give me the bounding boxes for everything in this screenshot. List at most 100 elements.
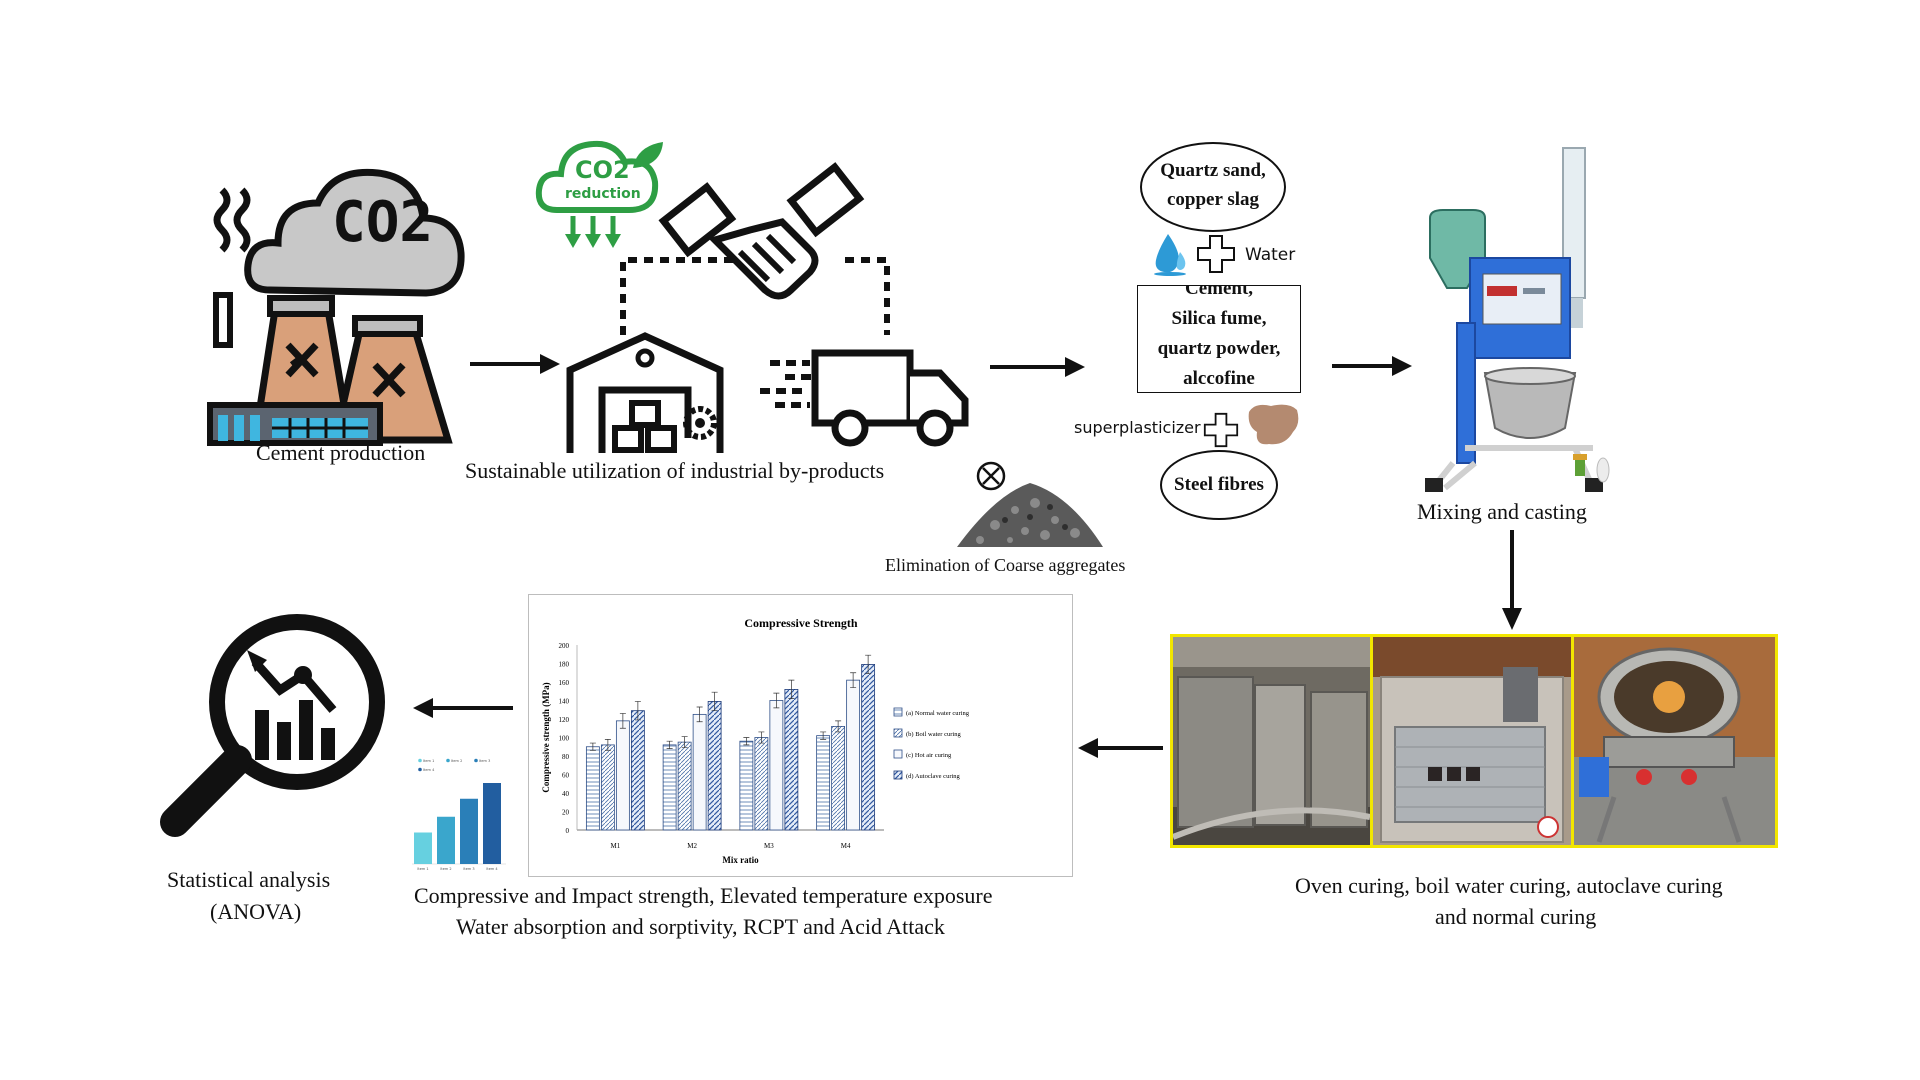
y-tick-label: 80 (562, 753, 570, 761)
binder-line1: Cement, (1184, 285, 1254, 299)
mortar-mixer-image (1425, 147, 1615, 493)
caption-statistical-analysis: Statistical analysis (167, 867, 331, 892)
binder-box: Cement, Silica fume, quartz powder, alcc… (1137, 285, 1301, 393)
error-bar (619, 713, 626, 729)
co2-reduction-icon: CO2 reduction (535, 138, 675, 250)
error-bar (788, 679, 795, 699)
x-tick-label: M1 (611, 842, 621, 850)
arrow-left (413, 698, 513, 718)
error-bar (820, 731, 827, 740)
caption-tests-line2: Water absorption and sorptivity, RCPT an… (456, 914, 945, 939)
legend-swatch (893, 749, 903, 759)
bar (769, 700, 784, 831)
bar (707, 701, 722, 831)
error-bar (850, 672, 857, 688)
binder-line2: Silica fume, (1171, 308, 1267, 329)
y-tick-label: 200 (559, 642, 570, 650)
mini-legend-swatch (446, 758, 450, 763)
quartz-sand-ellipse: Quartz sand, copper slag (1140, 142, 1286, 232)
bar (861, 664, 876, 831)
warehouse-icon (560, 328, 730, 458)
caption-mixing-casting: Mixing and casting (1417, 499, 1587, 524)
caption-curing-line2: and normal curing (1435, 904, 1597, 929)
caption-elimination-coarse-aggregates: Elimination of Coarse aggregates (885, 555, 1126, 575)
caption-sustainable-utilization: Sustainable utilization of industrial by… (465, 458, 885, 483)
bar (630, 710, 645, 831)
mini-legend-swatch (418, 758, 422, 763)
error-bar (835, 720, 842, 733)
error-bar (711, 691, 718, 712)
magnifier-analytics-icon (155, 610, 395, 850)
superplasticizer-stain-icon (1248, 404, 1299, 445)
error-bar (634, 701, 641, 721)
error-bar (604, 739, 611, 751)
superplasticizer-label: superplasticizer (1074, 418, 1201, 437)
plus-icon (1203, 412, 1239, 448)
boil-water-curing-photo (1373, 637, 1571, 845)
bar (846, 679, 861, 831)
coarse-aggregate-image (955, 465, 1105, 550)
y-tick-label: 180 (559, 661, 570, 669)
y-tick-label: 20 (562, 809, 570, 817)
bar (677, 741, 692, 831)
factory-co2-text: CO2 (332, 190, 434, 255)
y-tick-label: 100 (559, 735, 570, 743)
compressive-strength-chart-svg: Compressive Strength02040608010012014016… (541, 616, 970, 865)
curing-photos-panel (1170, 634, 1778, 848)
plus-icon (1197, 235, 1235, 273)
error-bar (773, 692, 780, 709)
chart-title: Compressive Strength (744, 616, 858, 630)
water-label: Water (1245, 245, 1296, 265)
bar (615, 720, 630, 831)
steel-fibres-label: Steel fibres (1174, 474, 1264, 495)
binder-line3: quartz powder, (1157, 338, 1281, 359)
bar (784, 689, 799, 831)
caption-curing-line1: Oven curing, boil water curing, autoclav… (1295, 873, 1723, 898)
mini-x-tick-label: Item 2 (440, 867, 451, 871)
y-tick-label: 120 (559, 716, 570, 724)
error-bar (743, 737, 750, 746)
mini-bar (460, 798, 478, 864)
handshake-icon (658, 160, 865, 310)
y-tick-label: 60 (562, 772, 570, 780)
quartz-line2: copper slag (1166, 189, 1259, 210)
legend-swatch (893, 770, 903, 780)
co2-badge-label: CO2 (575, 156, 630, 184)
mini-bar (414, 832, 432, 864)
arrow-down (1502, 530, 1522, 630)
co2-badge-sublabel: reduction (565, 186, 641, 202)
x-tick-label: M4 (841, 842, 851, 850)
mini-x-tick-label: Item 4 (486, 867, 498, 871)
caption-tests-line1: Compressive and Impact strength, Elevate… (414, 883, 993, 908)
steel-fibres-ellipse: Steel fibres (1160, 450, 1278, 520)
bar (816, 735, 831, 831)
bar (662, 744, 677, 831)
binder-line4: alccofine (1183, 368, 1255, 389)
legend-swatch (893, 707, 903, 717)
legend-swatch (893, 728, 903, 738)
mini-bar (437, 816, 455, 864)
y-tick-label: 140 (559, 698, 570, 706)
factory-icon: CO2 (200, 150, 500, 450)
delivery-truck-icon (760, 345, 970, 450)
bar (739, 740, 754, 831)
mini-legend-label: Item 4 (423, 768, 435, 772)
y-tick-label: 0 (566, 827, 570, 835)
mini-legend-label: Item 1 (423, 759, 434, 763)
legend-label: (d) Autoclave curing (906, 773, 961, 780)
bar (831, 725, 846, 831)
bar (754, 737, 769, 831)
mini-legend-swatch (418, 767, 422, 772)
mini-x-tick-label: Item 1 (417, 867, 428, 871)
bar (585, 746, 600, 831)
y-axis-label: Compressive strength (MPa) (541, 682, 551, 792)
mini-legend-swatch (474, 758, 478, 763)
arrow-right (470, 354, 560, 374)
error-bar (681, 736, 688, 749)
legend-label: (a) Normal water curing (906, 710, 970, 717)
bar (600, 744, 615, 831)
x-tick-label: M3 (764, 842, 774, 850)
